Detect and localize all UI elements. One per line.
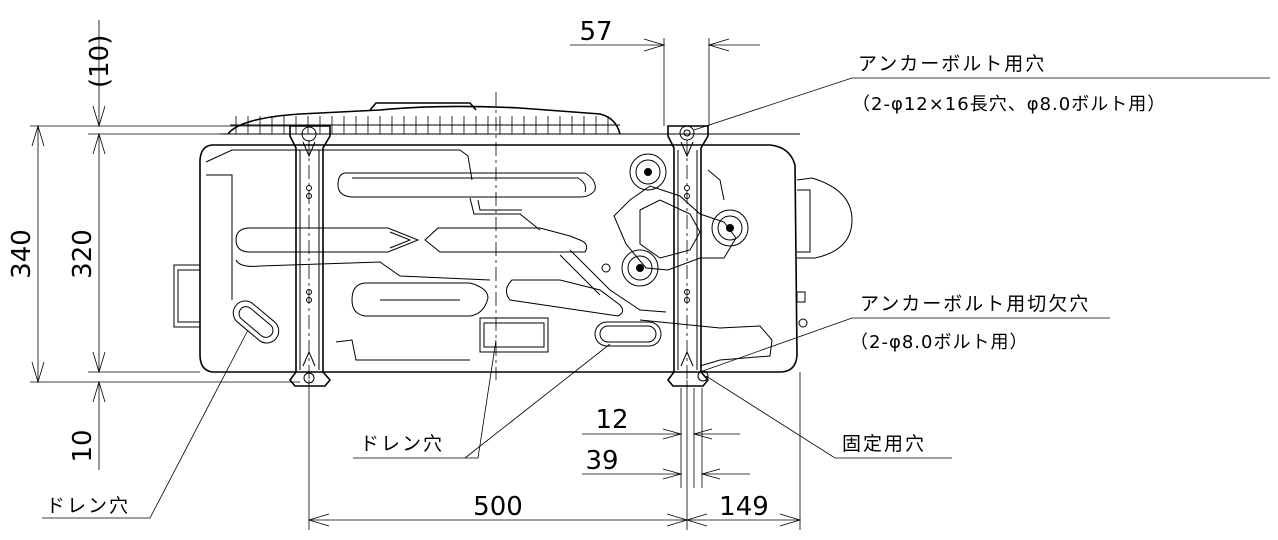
callout-fixing-hole: 固定用穴 (842, 433, 926, 455)
unit-body (173, 133, 853, 373)
dim-10-top: (10) (85, 35, 115, 88)
drain-hole-center-rect (483, 322, 545, 348)
dim-340: 340 (7, 229, 37, 279)
center-lines (308, 92, 688, 380)
dim-500: 500 (473, 492, 523, 522)
fan-grille (227, 102, 621, 135)
base-pan-channels (235, 172, 773, 373)
dimension-lines (31, 20, 802, 527)
dim-149: 149 (719, 492, 769, 522)
compressor-mounts (601, 153, 749, 287)
mount-3 (621, 249, 659, 287)
mount-1 (629, 153, 667, 191)
dim-39: 39 (585, 446, 618, 476)
extension-lines (30, 38, 801, 530)
callout-anchor-hole-spec: （2-φ12×16長穴、φ8.0ボルト用） (852, 94, 1166, 115)
dim-12: 12 (595, 405, 628, 435)
dim-57: 57 (579, 17, 612, 47)
callout-drain-center: ドレン穴 (360, 433, 444, 455)
mount-2 (711, 209, 749, 247)
drain-hole-right-oval (594, 321, 662, 347)
drain-hole-left (232, 300, 280, 344)
callout-anchor-hole: アンカーボルト用穴 (858, 53, 1046, 75)
dim-10-bottom: 10 (68, 429, 98, 462)
mounting-foot-right (666, 125, 725, 387)
dimension-texts: (10) 340 320 10 57 12 39 500 149 (7, 17, 769, 522)
callout-drain-left: ドレン穴 (46, 495, 130, 517)
dim-320: 320 (68, 229, 98, 279)
leader-lines (42, 77, 1270, 519)
callout-anchor-notch: アンカーボルト用切欠穴 (860, 293, 1090, 315)
callout-anchor-notch-spec: （2-φ8.0ボルト用） (850, 332, 1028, 353)
mounting-foot-left (288, 125, 332, 387)
drain-holes (232, 300, 662, 353)
callout-texts: アンカーボルト用穴 （2-φ12×16長穴、φ8.0ボルト用） アンカーボルト用… (46, 53, 1166, 517)
